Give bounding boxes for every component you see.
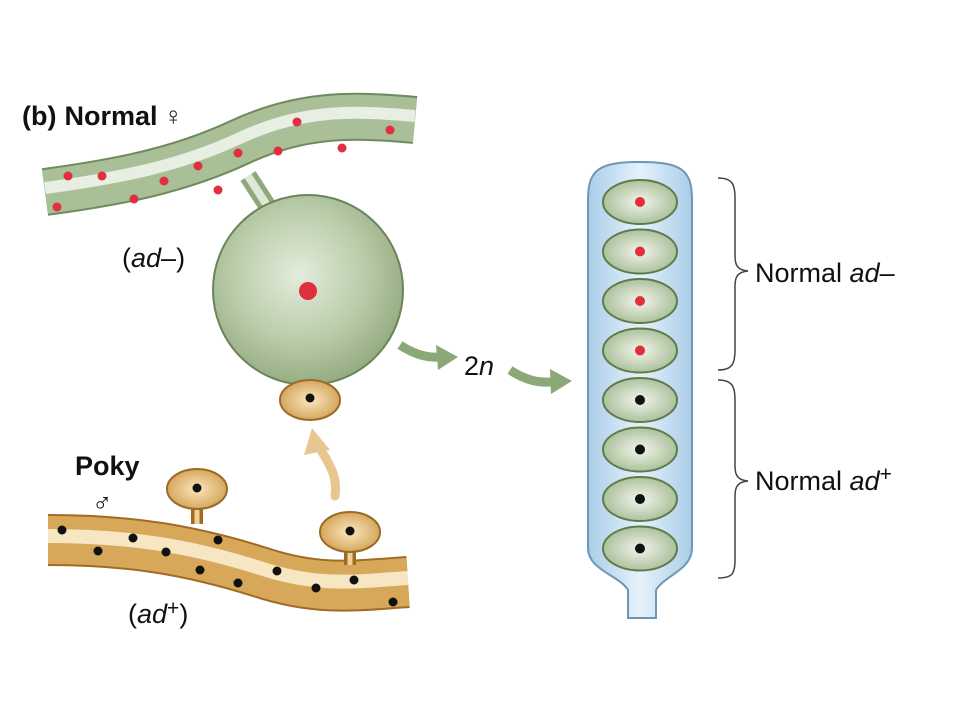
black-mitochondrion	[233, 578, 243, 588]
ascospore-nucleus-red	[635, 246, 645, 257]
poky-mitochondria	[57, 525, 398, 607]
red-mitochondrion	[385, 125, 395, 135]
male-genotype: (ad+)	[128, 597, 188, 629]
ascus	[587, 160, 693, 619]
black-mitochondrion	[272, 566, 282, 576]
fertilization-arrow	[304, 428, 341, 501]
red-mitochondrion	[193, 161, 203, 171]
red-mitochondrion	[129, 194, 139, 204]
red-mitochondrion	[52, 202, 62, 212]
bottom-group-label: Normal ad+	[755, 463, 892, 496]
ascospore-nucleus-black	[635, 543, 645, 554]
poky-hypha	[47, 514, 410, 612]
black-mitochondrion	[213, 535, 223, 545]
panel-title: (b) Normal♀	[22, 101, 183, 131]
black-mitochondrion	[161, 547, 171, 557]
red-mitochondrion	[292, 117, 302, 127]
red-mitochondrion	[63, 171, 73, 181]
arrow-to-ascus	[507, 366, 572, 394]
panel-letter: (b)	[22, 101, 56, 131]
normal-hypha	[41, 92, 418, 216]
male-label: Poky	[75, 451, 140, 481]
ascospore-nucleus-black	[635, 494, 645, 504]
ascospore-nucleus-black	[635, 395, 645, 405]
black-mitochondrion	[57, 525, 67, 535]
ascospore-column	[602, 179, 678, 572]
arrow-to-diploid	[397, 341, 458, 370]
ascospore-nucleus-red	[635, 197, 645, 207]
fused-conidium-nucleus	[305, 393, 315, 403]
top-group-label: Normal ad–	[755, 258, 895, 288]
diploid-label: 2n	[464, 351, 494, 381]
ascospore-nucleus-red	[635, 296, 645, 306]
protoperithecium-nucleus	[299, 282, 317, 300]
black-mitochondrion	[128, 533, 138, 543]
black-mitochondrion	[311, 583, 321, 593]
red-mitochondrion	[273, 146, 283, 156]
red-mitochondrion	[233, 148, 243, 158]
black-mitochondrion	[195, 565, 205, 575]
red-mitochondrion	[213, 185, 223, 195]
black-mitochondrion	[388, 597, 398, 607]
brace-top	[717, 177, 749, 371]
female-genotype: (ad–)	[122, 243, 185, 273]
black-mitochondrion	[93, 546, 103, 556]
female-label: Normal	[64, 101, 157, 131]
normal-mitochondria	[52, 117, 395, 212]
ascospore-nucleus-red	[635, 345, 645, 356]
poky-conidium-left-nucleus	[192, 483, 202, 493]
male-symbol: ♂	[92, 488, 112, 518]
ascospore-nucleus-black	[635, 444, 645, 455]
red-mitochondrion	[97, 171, 107, 181]
brace-bottom	[717, 379, 749, 579]
red-mitochondrion	[337, 143, 347, 153]
poky-conidium-right-nucleus	[345, 526, 355, 536]
female-symbol: ♀	[164, 101, 184, 131]
red-mitochondrion	[159, 176, 169, 186]
black-mitochondrion	[349, 575, 359, 585]
